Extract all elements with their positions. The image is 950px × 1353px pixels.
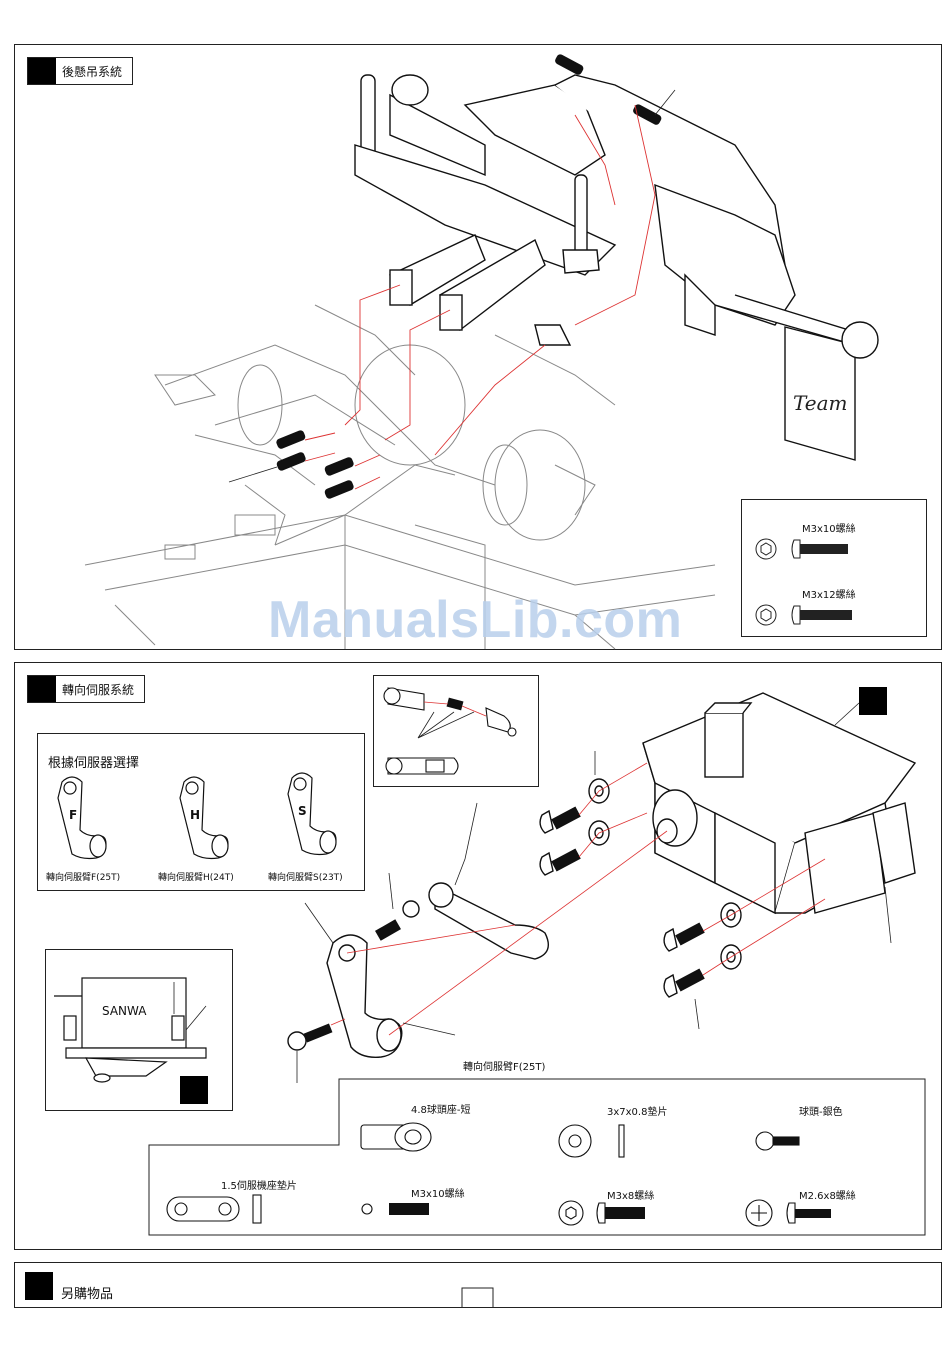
part-label: M3x12螺絲 bbox=[802, 586, 856, 601]
svg-text:Team: Team bbox=[793, 391, 848, 415]
part-label: M2.6x8螺絲 bbox=[799, 1187, 856, 1202]
rear-suspension-panel: 後懸吊系統 bbox=[14, 44, 942, 650]
parts-list-art bbox=[15, 663, 941, 1249]
step-number-block bbox=[25, 1272, 53, 1300]
part-label: 1.5伺服機座墊片 bbox=[221, 1177, 297, 1192]
part-label: 球頭-銀色 bbox=[799, 1103, 843, 1118]
hex-socket-screw-icon bbox=[756, 605, 776, 625]
part-label: M3x8螺絲 bbox=[607, 1187, 654, 1202]
part-label: 4.8球頭座-短 bbox=[411, 1101, 471, 1116]
watermark: ManualsLib.com bbox=[268, 590, 682, 650]
part-label: M3x10螺絲 bbox=[411, 1185, 465, 1200]
part-label: M3x10螺絲 bbox=[802, 520, 856, 535]
hex-socket-screw-icon bbox=[756, 539, 776, 559]
optional-parts-panel: 另購物品 bbox=[14, 1262, 942, 1308]
section-title: 另購物品 bbox=[61, 1283, 113, 1302]
steering-servo-panel: 轉向伺服系統 根據伺服器選擇 bbox=[14, 662, 942, 1250]
parts-legend: M3x10螺絲 M3x12螺絲 bbox=[741, 499, 927, 637]
part-label: 3x7x0.8墊片 bbox=[607, 1103, 667, 1118]
